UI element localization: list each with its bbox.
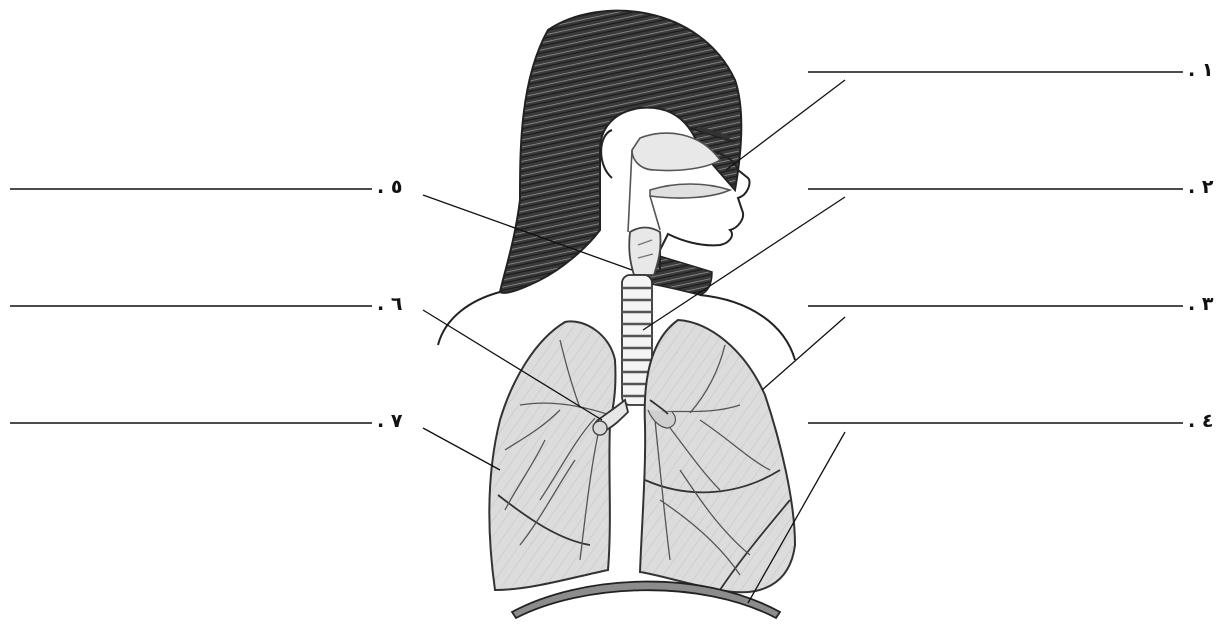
- leader-1: [726, 80, 845, 170]
- label-number-5: . ٥: [377, 178, 402, 197]
- right-lung: [640, 320, 795, 592]
- label-number-3: . ٣: [1188, 295, 1213, 314]
- leader-3: [762, 317, 845, 390]
- label-number-2: . ٢: [1188, 178, 1213, 197]
- leader-7: [423, 428, 500, 470]
- head-body-outline: [438, 128, 795, 360]
- label-number-7: . ٧: [377, 412, 402, 431]
- label-number-6: . ٦: [377, 295, 402, 314]
- label-number-4: . ٤: [1188, 412, 1213, 431]
- larynx: [629, 228, 660, 276]
- label-number-1: . ١: [1188, 61, 1213, 80]
